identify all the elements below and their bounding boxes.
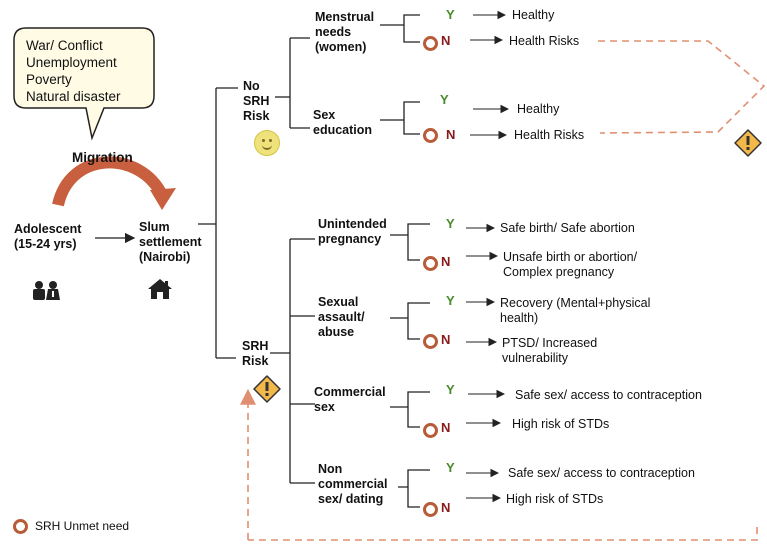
outcome-yes: Recovery (Mental+physical health) xyxy=(500,296,651,325)
no-marker: N xyxy=(441,500,451,515)
menstrual-needs-label: Menstrual needs (women) xyxy=(315,10,375,54)
legend-unmet-need-ring-icon xyxy=(13,519,28,534)
slum-settlement-label: Slum settlement (Nairobi) xyxy=(139,220,202,264)
outcome-no: High risk of STDs xyxy=(506,492,604,506)
warning-sign-icon xyxy=(733,128,763,158)
outcome-yes: Safe sex/ access to contraception xyxy=(515,388,702,402)
outcome-yes: Healthy xyxy=(517,102,560,116)
outcome-no: PTSD/ Increased vulnerability xyxy=(502,336,598,365)
causes-list: War/ Conflict Unemployment Poverty Natur… xyxy=(26,38,121,104)
outcome-no: Health Risks xyxy=(509,34,580,48)
outcome-yes: Healthy xyxy=(512,8,555,22)
adolescent-label: Adolescent (15-24 yrs) xyxy=(14,222,82,251)
unmet-need-ring-icon xyxy=(423,36,438,51)
outcome-no: High risk of STDs xyxy=(512,417,610,431)
unmet-need-ring-icon xyxy=(423,334,438,349)
outcome-no: Health Risks xyxy=(514,128,585,142)
migration-label: Migration xyxy=(72,150,133,165)
no-marker: N xyxy=(441,33,451,48)
unmet-need-ring-icon xyxy=(423,423,438,438)
no-marker: N xyxy=(441,254,451,269)
house-icon xyxy=(147,278,173,305)
no-marker: N xyxy=(441,332,451,347)
unintended-pregnancy-label: Unintended pregnancy xyxy=(318,217,387,246)
outcome-no: Unsafe birth or abortion/ Complex pregna… xyxy=(503,250,638,279)
yes-marker: Y xyxy=(440,92,449,107)
no-srh-risk-label: No SRH Risk xyxy=(243,79,270,123)
legend-label: SRH Unmet need xyxy=(35,519,130,533)
srh-risk-label: SRH Risk xyxy=(242,339,269,368)
migration-arrow xyxy=(52,156,168,207)
two-adolescents-icon xyxy=(32,280,62,305)
speech-bubble-shape xyxy=(13,27,155,141)
yes-marker: Y xyxy=(446,7,455,22)
sexual-assault-label: Sexual assault/ abuse xyxy=(318,295,365,339)
commercial-sex-label: Commercial sex xyxy=(314,385,386,414)
sex-education-label: Sex education xyxy=(313,108,373,137)
no-marker: N xyxy=(446,127,456,142)
yes-marker: Y xyxy=(446,293,455,308)
warning-sign-icon xyxy=(252,374,282,404)
outcome-yes: Safe sex/ access to contraception xyxy=(508,466,695,480)
unmet-need-ring-icon xyxy=(423,256,438,271)
yes-marker: Y xyxy=(446,216,455,231)
no-marker: N xyxy=(441,420,451,435)
unmet-need-ring-icon xyxy=(423,128,438,143)
unmet-need-ring-icon xyxy=(423,502,438,517)
yes-marker: Y xyxy=(446,460,455,475)
yes-marker: Y xyxy=(446,382,455,397)
non-commercial-sex-label: Non commercial sex/ dating xyxy=(318,462,388,506)
outcome-yes: Safe birth/ Safe abortion xyxy=(500,221,635,235)
smiley-face-icon xyxy=(254,130,280,156)
